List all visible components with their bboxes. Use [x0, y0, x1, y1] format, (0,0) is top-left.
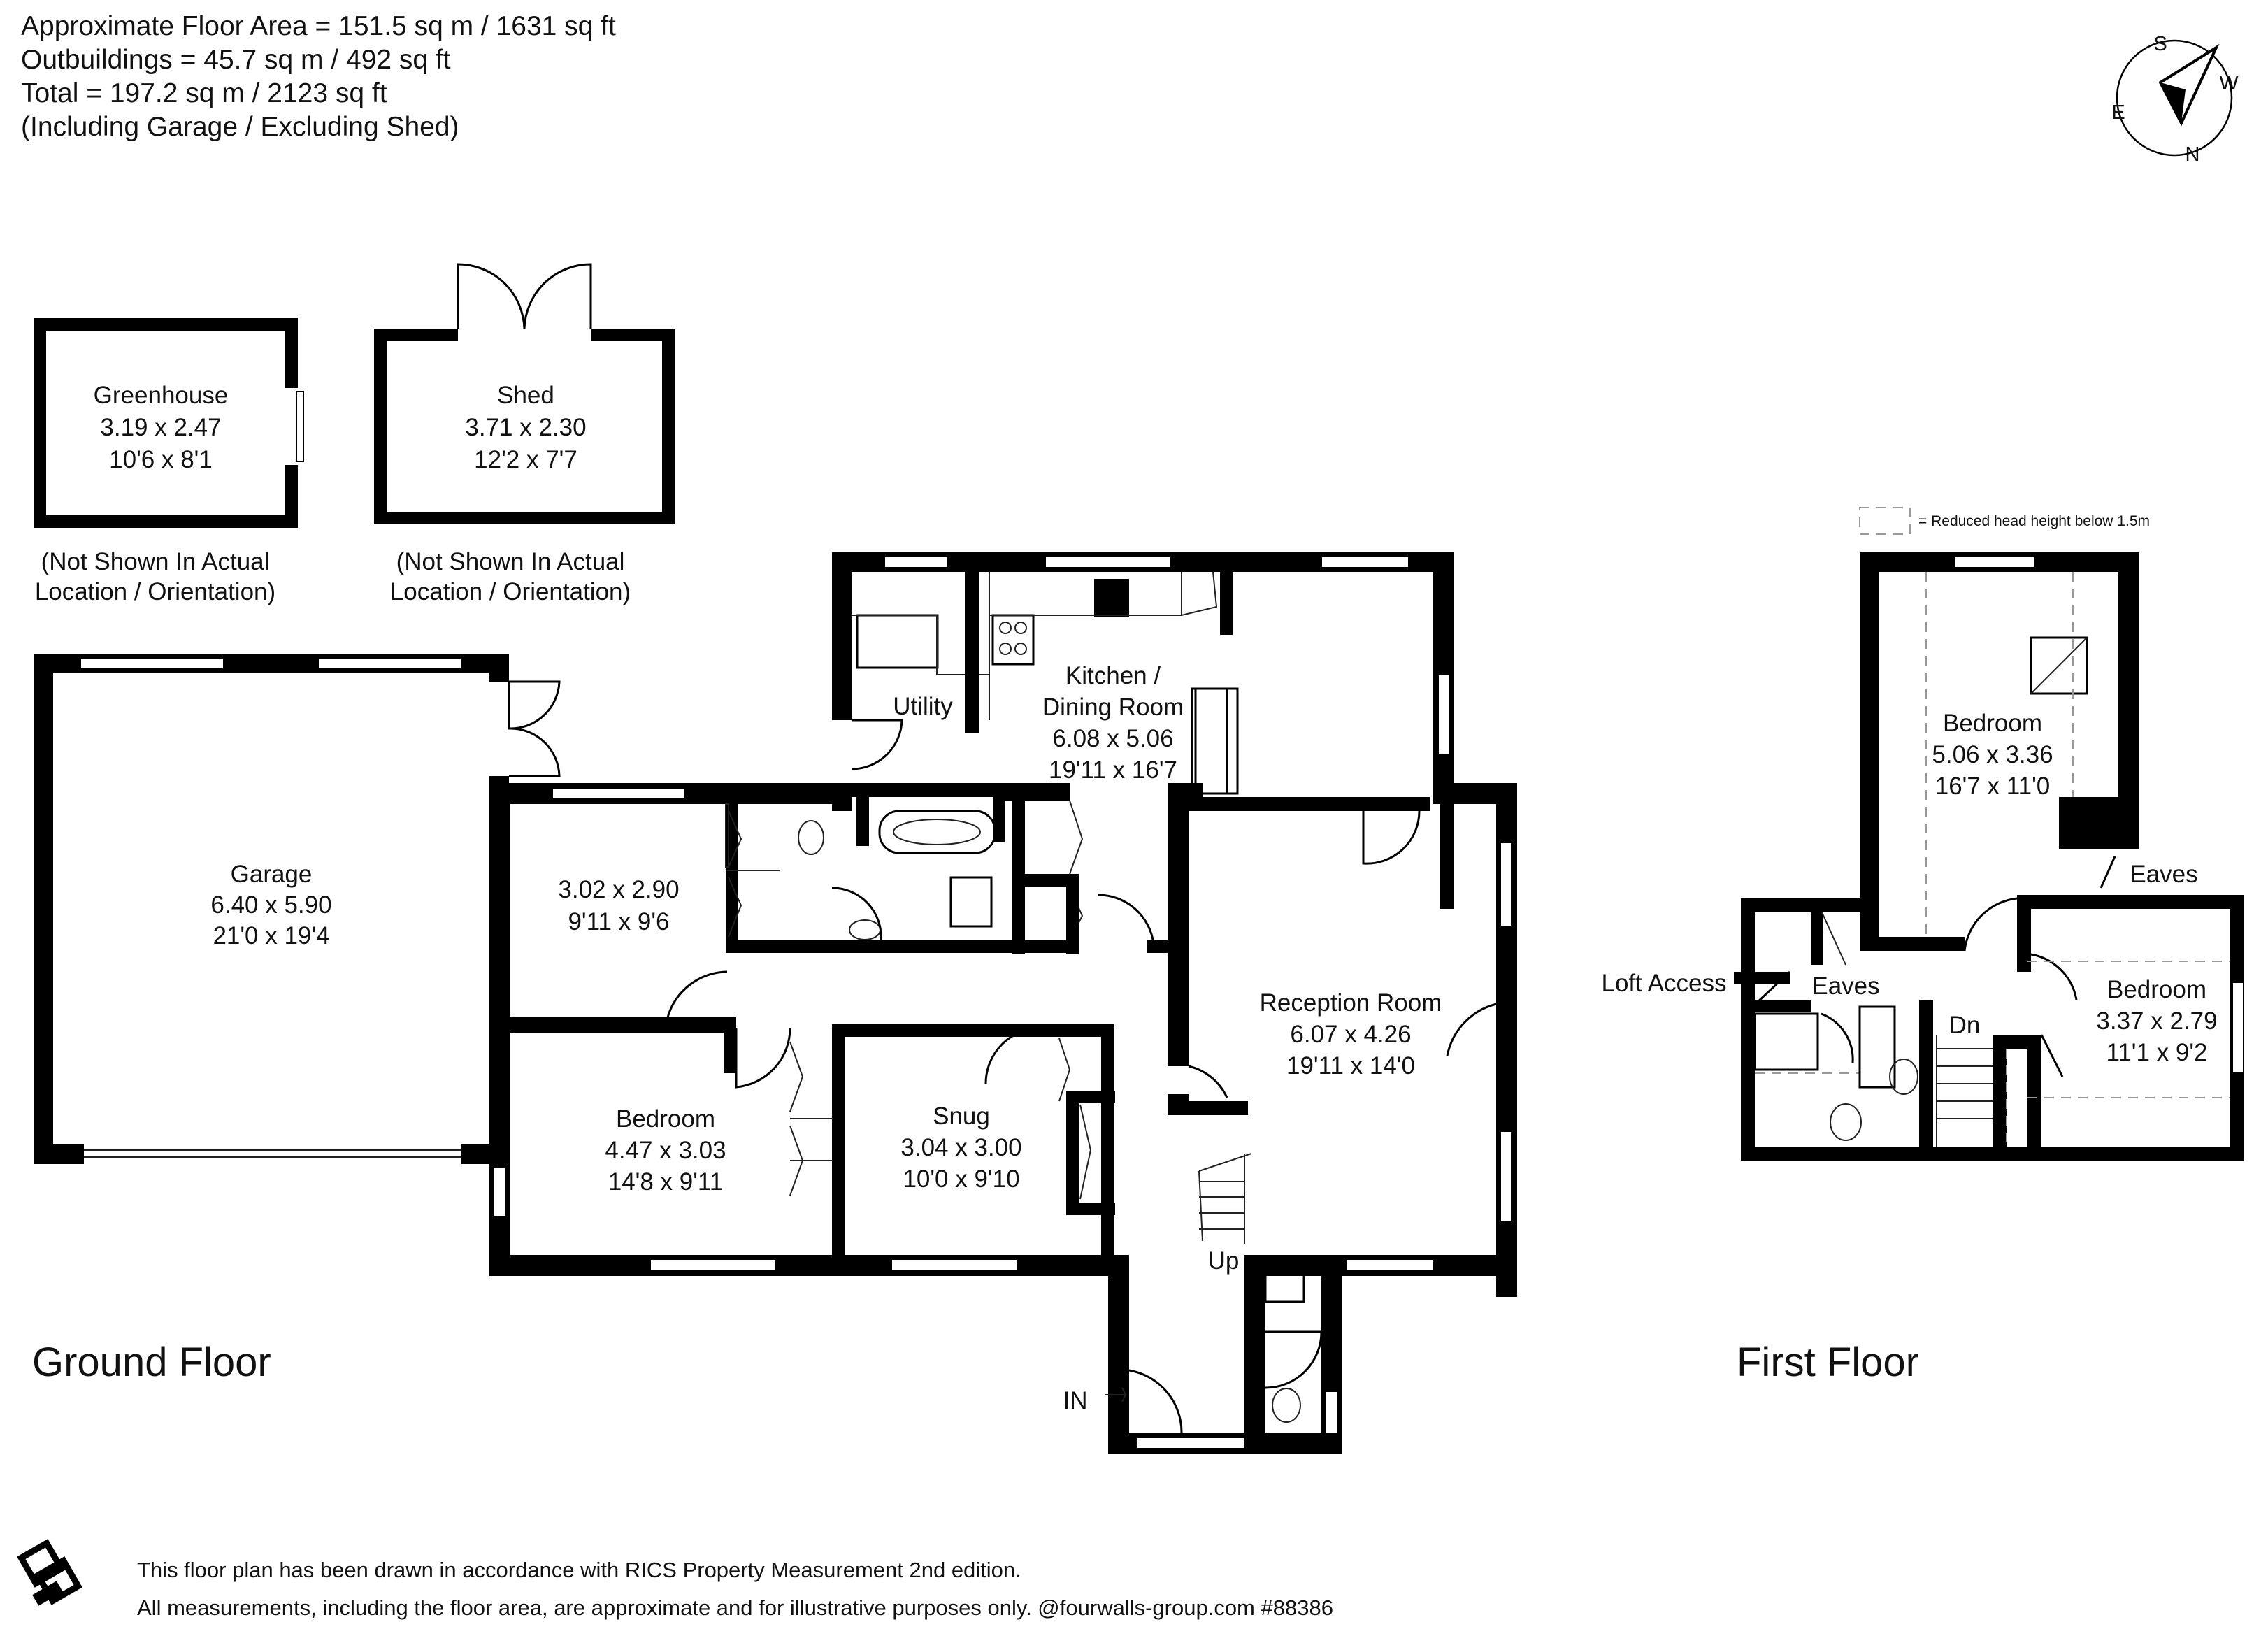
bedroom-name: Bedroom: [616, 1105, 715, 1133]
bedroom-a-name: Bedroom: [1943, 710, 2042, 737]
entrance-label: IN: [1063, 1387, 1088, 1414]
eaves-label-upper: Eaves: [2130, 861, 2197, 888]
shed-name: Shed: [497, 382, 554, 409]
reception-metric: 6.07 x 4.26: [1290, 1021, 1411, 1048]
greenhouse-name: Greenhouse: [94, 382, 229, 409]
bedroom-b-name: Bedroom: [2107, 976, 2206, 1003]
greenhouse-imperial: 10'6 x 8'1: [109, 446, 213, 473]
ground-floor-title: Ground Floor: [32, 1340, 271, 1385]
reception-name: Reception Room: [1260, 989, 1442, 1017]
bedroom-a-imperial: 16'7 x 11'0: [1935, 773, 2051, 800]
kitchen-imperial: 19'11 x 16'7: [1049, 756, 1177, 784]
garage-name: Garage: [231, 861, 313, 888]
footer-line2: All measurements, including the floor ar…: [137, 1595, 1333, 1620]
small-bedroom-imperial: 9'11 x 9'6: [568, 908, 669, 935]
shed: Shed 3.71 x 2.30 12'2 x 7'7: [374, 263, 675, 524]
kitchen-line1: Kitchen /: [1065, 662, 1161, 689]
bedroom-b-imperial: 11'1 x 9'2: [2106, 1039, 2207, 1066]
summary-total: Total = 197.2 sq m / 2123 sq ft: [21, 78, 387, 108]
shed-imperial: 12'2 x 7'7: [474, 446, 577, 473]
bedroom-b-metric: 3.37 x 2.79: [2096, 1007, 2217, 1035]
compass-west: W: [2219, 72, 2239, 94]
stairs-up-label: Up: [1208, 1247, 1240, 1275]
garage-imperial: 21'0 x 19'4: [213, 922, 329, 949]
eaves-label-lower: Eaves: [1811, 973, 1879, 1000]
greenhouse-note-line1: (Not Shown In Actual: [41, 548, 270, 575]
greenhouse-note-line2: Location / Orientation): [35, 578, 275, 605]
summary-outbuildings: Outbuildings = 45.7 sq m / 492 sq ft: [21, 45, 451, 75]
compass-icon: S W E N: [2111, 33, 2239, 166]
compass-north: N: [2186, 143, 2200, 166]
snug-imperial: 10'0 x 9'10: [903, 1165, 1019, 1193]
snug-metric: 3.04 x 3.00: [900, 1134, 1021, 1161]
stairs-down-icon: [1936, 1035, 1993, 1147]
legend-text: = Reduced head height below 1.5m: [1918, 513, 2150, 529]
loft-access-label: Loft Access: [1602, 970, 1727, 997]
greenhouse: Greenhouse 3.19 x 2.47 10'6 x 8'1: [34, 318, 304, 528]
shed-note-line1: (Not Shown In Actual: [396, 548, 625, 575]
bedroom-a-metric: 5.06 x 3.36: [1932, 741, 2053, 768]
reception-imperial: 19'11 x 14'0: [1286, 1052, 1415, 1079]
shed-metric: 3.71 x 2.30: [465, 414, 586, 441]
shed-note-line2: Location / Orientation): [390, 578, 631, 605]
greenhouse-metric: 3.19 x 2.47: [100, 414, 221, 441]
summary-floor-area: Approximate Floor Area = 151.5 sq m / 16…: [21, 11, 616, 41]
summary-note: (Including Garage / Excluding Shed): [21, 112, 459, 142]
first-floor-plan: [1734, 552, 2244, 1161]
stairs-down-label: Dn: [1949, 1012, 1981, 1039]
kitchen-line2: Dining Room: [1042, 694, 1184, 721]
utility-name: Utility: [893, 693, 953, 720]
snug-name: Snug: [933, 1103, 990, 1130]
first-floor-labels: Bedroom 5.06 x 3.36 16'7 x 11'0 Bedroom …: [1602, 710, 2218, 1385]
ground-floor-labels: Garage 6.40 x 5.90 21'0 x 19'4 3.02 x 2.…: [32, 662, 1442, 1414]
bedroom-imperial: 14'8 x 9'11: [608, 1168, 724, 1196]
garage-metric: 6.40 x 5.90: [210, 891, 331, 919]
small-bedroom-metric: 3.02 x 2.90: [558, 876, 679, 903]
stairs-icon: [1198, 1153, 1252, 1244]
compass-south: S: [2153, 33, 2167, 55]
footer-line1: This floor plan has been drawn in accord…: [137, 1558, 1021, 1582]
kitchen-metric: 6.08 x 5.06: [1052, 725, 1173, 752]
compass-east: E: [2111, 101, 2125, 124]
area-summary: Approximate Floor Area = 151.5 sq m / 16…: [21, 11, 616, 142]
fourwalls-logo-icon: [17, 1539, 82, 1606]
first-floor-title: First Floor: [1737, 1340, 1919, 1385]
head-height-legend: = Reduced head height below 1.5m: [1859, 507, 2150, 535]
bedroom-metric: 4.47 x 3.03: [605, 1137, 726, 1164]
ground-floor-plan: [34, 552, 1517, 1454]
